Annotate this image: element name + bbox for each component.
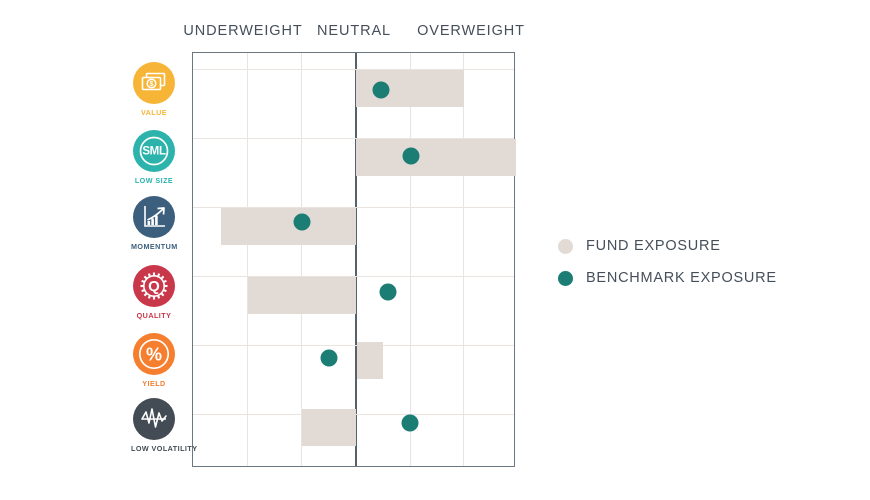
benchmark-exposure-marker: [401, 414, 419, 432]
vertical-gridline: [463, 53, 464, 466]
fund-exposure-bar: [302, 409, 356, 446]
factor-value: $ VALUE: [131, 62, 177, 117]
axis-zone-label-overweight: OVERWEIGHT: [417, 23, 525, 39]
svg-text:%: %: [146, 345, 162, 365]
legend-label-fund-exposure: FUND EXPOSURE: [586, 238, 721, 254]
legend-swatch-fund-exposure: [558, 238, 573, 254]
factor-low-volatility: LOW VOLATILITY: [131, 398, 198, 453]
axis-zone-label-underweight: UNDERWEIGHT: [183, 23, 303, 39]
plot-area: [192, 52, 516, 467]
horizontal-gridline: [193, 69, 514, 70]
fund-exposure-bar: [357, 342, 383, 379]
vertical-gridline: [410, 53, 411, 466]
neutral-center-line: [355, 53, 357, 466]
factor-label: LOW SIZE: [134, 176, 174, 185]
quality-gear-q-icon: Q: [133, 265, 175, 307]
horizontal-gridline: [193, 276, 514, 277]
fund-exposure-bar: [248, 277, 356, 314]
svg-text:SML: SML: [142, 146, 166, 158]
benchmark-exposure-marker: [402, 147, 420, 165]
benchmark-exposure-marker: [372, 81, 390, 99]
benchmark-exposure-marker: [320, 349, 338, 367]
legend-swatch-benchmark-exposure: [558, 270, 573, 286]
factor-momentum: MOMENTUM: [131, 196, 177, 251]
factor-label: VALUE: [140, 108, 168, 117]
factor-quality: Q QUALITY: [131, 265, 177, 320]
vertical-gridline: [301, 53, 302, 466]
horizontal-gridline: [193, 345, 514, 346]
growth-arrow-chart-icon: [133, 196, 175, 238]
fund-exposure-bar: [356, 139, 516, 176]
benchmark-exposure-marker: [379, 283, 397, 301]
legend-item-fund-exposure: FUND EXPOSURE: [558, 230, 777, 262]
percent-icon: %: [133, 333, 175, 375]
fund-exposure-bar: [221, 208, 356, 245]
vertical-gridline: [247, 53, 248, 466]
factor-label: LOW VOLATILITY: [131, 444, 198, 453]
legend-label-benchmark-exposure: BENCHMARK EXPOSURE: [586, 270, 777, 286]
legend-item-benchmark-exposure: BENCHMARK EXPOSURE: [558, 262, 777, 294]
sml-circle-icon: SML: [133, 130, 175, 172]
axis-zone-label-neutral: NEUTRAL: [317, 23, 391, 39]
factor-label: YIELD: [142, 379, 166, 388]
chart-legend: FUND EXPOSURE BENCHMARK EXPOSURE: [558, 230, 777, 294]
volatility-wave-icon: [133, 398, 175, 440]
factor-yield: % YIELD: [131, 333, 177, 388]
benchmark-exposure-marker: [293, 213, 311, 231]
factor-low-size: SML LOW SIZE: [131, 130, 177, 185]
factor-label: QUALITY: [136, 311, 172, 320]
horizontal-gridline: [193, 138, 514, 139]
svg-text:Q: Q: [148, 278, 160, 295]
factor-label: MOMENTUM: [131, 242, 178, 251]
horizontal-gridline: [193, 207, 514, 208]
banknote-dollar-icon: $: [133, 62, 175, 104]
svg-text:$: $: [150, 81, 154, 88]
